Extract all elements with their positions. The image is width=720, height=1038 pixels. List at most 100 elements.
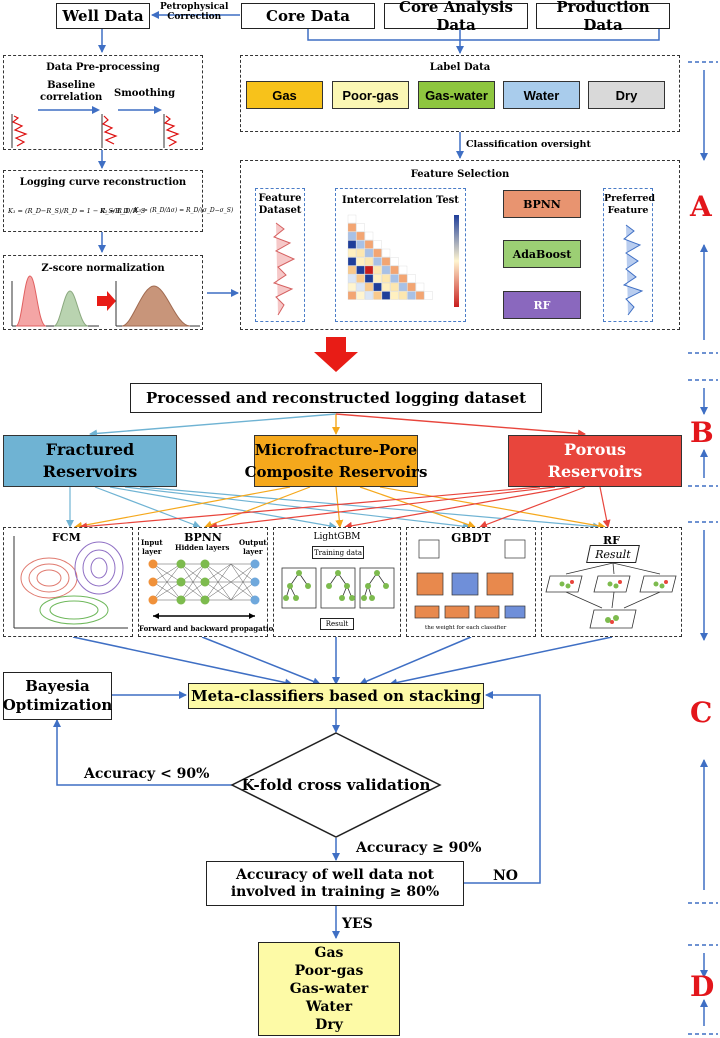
label-gas: Gas <box>246 81 323 109</box>
heatmap-cell <box>364 291 374 300</box>
reconstruction-title: Logging curve reconstruction <box>19 177 187 188</box>
intercorrelation-title: Intercorrelation Test <box>342 195 459 206</box>
heatmap-cell <box>356 291 365 300</box>
fcm-title: FCM <box>52 531 81 544</box>
heatmap-cell <box>356 274 365 283</box>
bpnn-hidden-label: Hidden layers <box>175 543 230 552</box>
classifier-rf: RF <box>503 291 581 319</box>
heatmap-cell <box>364 282 374 292</box>
preprocessing-panel: Data Pre-processing Baseline correlation… <box>3 55 203 150</box>
heatmap-cell <box>407 282 416 292</box>
rf-trees <box>545 562 677 629</box>
heatmap-cell <box>347 248 357 258</box>
bpnn-node <box>250 577 260 587</box>
heatmap-cell <box>356 231 365 241</box>
preferred-curve <box>622 224 644 316</box>
output-gas-water: Gas-water <box>289 981 369 997</box>
stage-d: D <box>690 970 715 1003</box>
accuracy-low-label: Accuracy < 90% <box>84 766 210 782</box>
gbdt-title: GBDT <box>451 531 491 545</box>
formula-k2: K₂ = R_D/R_S <box>100 207 146 215</box>
heatmap-cell <box>373 282 382 292</box>
label-water: Water <box>503 81 580 109</box>
bpnn-node <box>176 559 186 569</box>
heatmap-cell <box>347 223 357 232</box>
bpnn-node <box>148 577 158 587</box>
formula-k1: K₁ = (R_D−R_S)/R_D = 1 − R_S/R_D <box>8 207 129 215</box>
heatmap-cell <box>373 240 382 249</box>
heatmap-cell <box>381 291 391 300</box>
heatmap-cell <box>415 282 425 292</box>
reservoir-fractured: Fractured Reservoirs <box>3 435 177 487</box>
heatmap-cell <box>347 231 357 241</box>
heatmap-cell <box>364 257 374 266</box>
heatmap-cell <box>390 291 399 300</box>
correlation-heatmap <box>347 214 459 307</box>
heatmap-cell <box>390 265 399 275</box>
kfold-label: K-fold cross validation <box>241 776 431 794</box>
heatmap-cell <box>356 257 365 266</box>
heatmap-cell <box>407 291 416 300</box>
heatmap-cell <box>373 291 382 300</box>
heatmap-cell <box>381 248 391 258</box>
heatmap-cell <box>347 214 357 224</box>
heatmap-cell <box>356 248 365 258</box>
bpnn-node <box>200 595 210 605</box>
bpnn-network <box>148 559 260 619</box>
reservoir-composite: Microfracture-Pore Composite Reservoirs <box>245 435 427 487</box>
heatmap-cell <box>364 240 374 249</box>
bpnn-node <box>148 559 158 569</box>
zscore-distributions <box>11 275 200 327</box>
heatmap-cell <box>364 231 374 241</box>
bpnn-output-label: Output layer <box>239 538 267 556</box>
preferred-feature-label: Preferred Feature <box>604 193 656 216</box>
lightgbm-result-box: Result <box>320 618 354 630</box>
well-accuracy-box: Accuracy of well data not involved in tr… <box>206 861 464 906</box>
heatmap-cell <box>424 291 433 300</box>
bpnn-node <box>176 595 186 605</box>
preprocessing-curves <box>11 106 180 148</box>
heatmap-cell <box>364 248 374 258</box>
heatmap-cell <box>398 282 408 292</box>
heatmap-cell <box>390 274 399 283</box>
reconstruction-panel: Logging curve reconstruction K₁ = (R_D−R… <box>3 170 233 232</box>
gbdt-boxes <box>414 539 526 619</box>
training-data-box: Training data <box>312 546 364 559</box>
stage-c: C <box>690 696 713 729</box>
bpnn-node <box>176 577 186 587</box>
model-rf: RF Result <box>541 527 682 637</box>
model-lightgbm: LightGBM Training data Result <box>273 527 401 637</box>
production-data-box: Production Data <box>536 0 670 34</box>
classifier-bpnn: BPNN <box>503 190 581 218</box>
label-gas-water: Gas-water <box>418 81 495 109</box>
heatmap-cell <box>364 274 374 283</box>
output-gas: Gas <box>314 945 344 961</box>
heatmap-cell <box>381 274 391 283</box>
heatmap-cell <box>373 257 382 266</box>
heatmap-cell <box>373 248 382 258</box>
heatmap-cell <box>398 291 408 300</box>
output-dry: Dry <box>315 1017 343 1033</box>
final-output-box: Gas Poor-gas Gas-water Water Dry <box>258 942 400 1036</box>
feature-selection-title: Feature Selection <box>410 169 510 180</box>
heatmap-cell <box>373 265 382 275</box>
model-fcm: FCM <box>3 527 133 637</box>
stage-a: A <box>690 190 712 223</box>
heatmap-cell <box>381 265 391 275</box>
reservoir-porous: Porous Reservoirs <box>508 435 682 487</box>
feature-dataset-label: Feature Dataset <box>258 193 302 216</box>
output-poor-gas: Poor-gas <box>294 963 364 979</box>
heatmap-cell <box>381 282 391 292</box>
label-poor-gas: Poor-gas <box>332 81 409 109</box>
bpnn-node <box>250 595 260 605</box>
output-water: Water <box>305 999 353 1015</box>
model-gbdt: GBDT the weight for each classifier <box>406 527 536 637</box>
processed-dataset-box: Processed and reconstructed logging data… <box>130 383 542 413</box>
heatmap-cell <box>347 265 357 275</box>
heatmap-cell <box>356 223 365 232</box>
gbdt-caption: the weight for each classifier <box>425 625 507 631</box>
classifier-adaboost: AdaBoost <box>503 240 581 268</box>
label-data-title: Label Data <box>429 62 491 73</box>
bpnn-caption: Forward and backward propagation <box>139 624 279 633</box>
heatmap-cell <box>347 240 357 249</box>
